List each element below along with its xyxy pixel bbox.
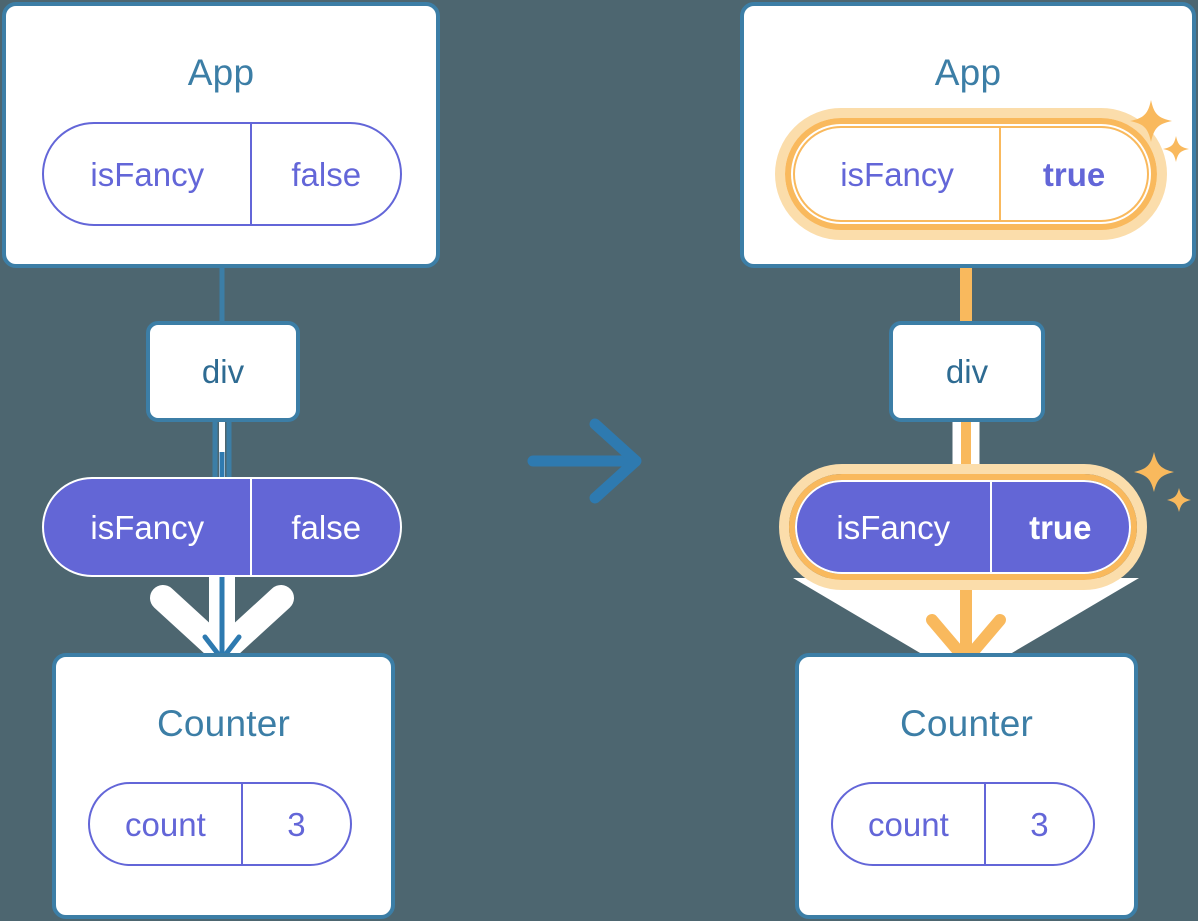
pill-value: true <box>989 482 1129 572</box>
pill-value: 3 <box>240 784 350 864</box>
pill-key: count <box>125 805 206 843</box>
pill-key: isFancy <box>90 155 205 193</box>
pill-key: isFancy <box>90 508 205 546</box>
pill-key: isFancy <box>836 508 951 546</box>
app-title-after: App <box>934 52 1002 93</box>
app-title-before: App <box>187 52 255 93</box>
app-state-pill-after[interactable]: isFancy true <box>793 126 1149 222</box>
counter-state-pill-after[interactable]: count 3 <box>831 782 1095 866</box>
pill-value: false <box>250 124 400 224</box>
arrow-right-icon <box>527 418 642 504</box>
pill-value: 3 <box>983 784 1093 864</box>
prop-pill-after[interactable]: isFancy true <box>795 480 1131 574</box>
counter-title-before: Counter <box>156 703 291 744</box>
pill-key: isFancy <box>840 155 954 193</box>
pill-value: false <box>250 479 400 575</box>
app-state-pill-before[interactable]: isFancy false <box>42 122 402 226</box>
prop-pill-before[interactable]: isFancy false <box>42 477 402 577</box>
div-label: div <box>201 352 245 390</box>
counter-title-after: Counter <box>899 703 1034 744</box>
pill-value: true <box>999 128 1147 220</box>
div-label: div <box>945 352 989 390</box>
div-node-after: div <box>889 321 1045 422</box>
pill-key: count <box>868 805 949 843</box>
div-node-before: div <box>146 321 300 422</box>
counter-state-pill-before[interactable]: count 3 <box>88 782 352 866</box>
